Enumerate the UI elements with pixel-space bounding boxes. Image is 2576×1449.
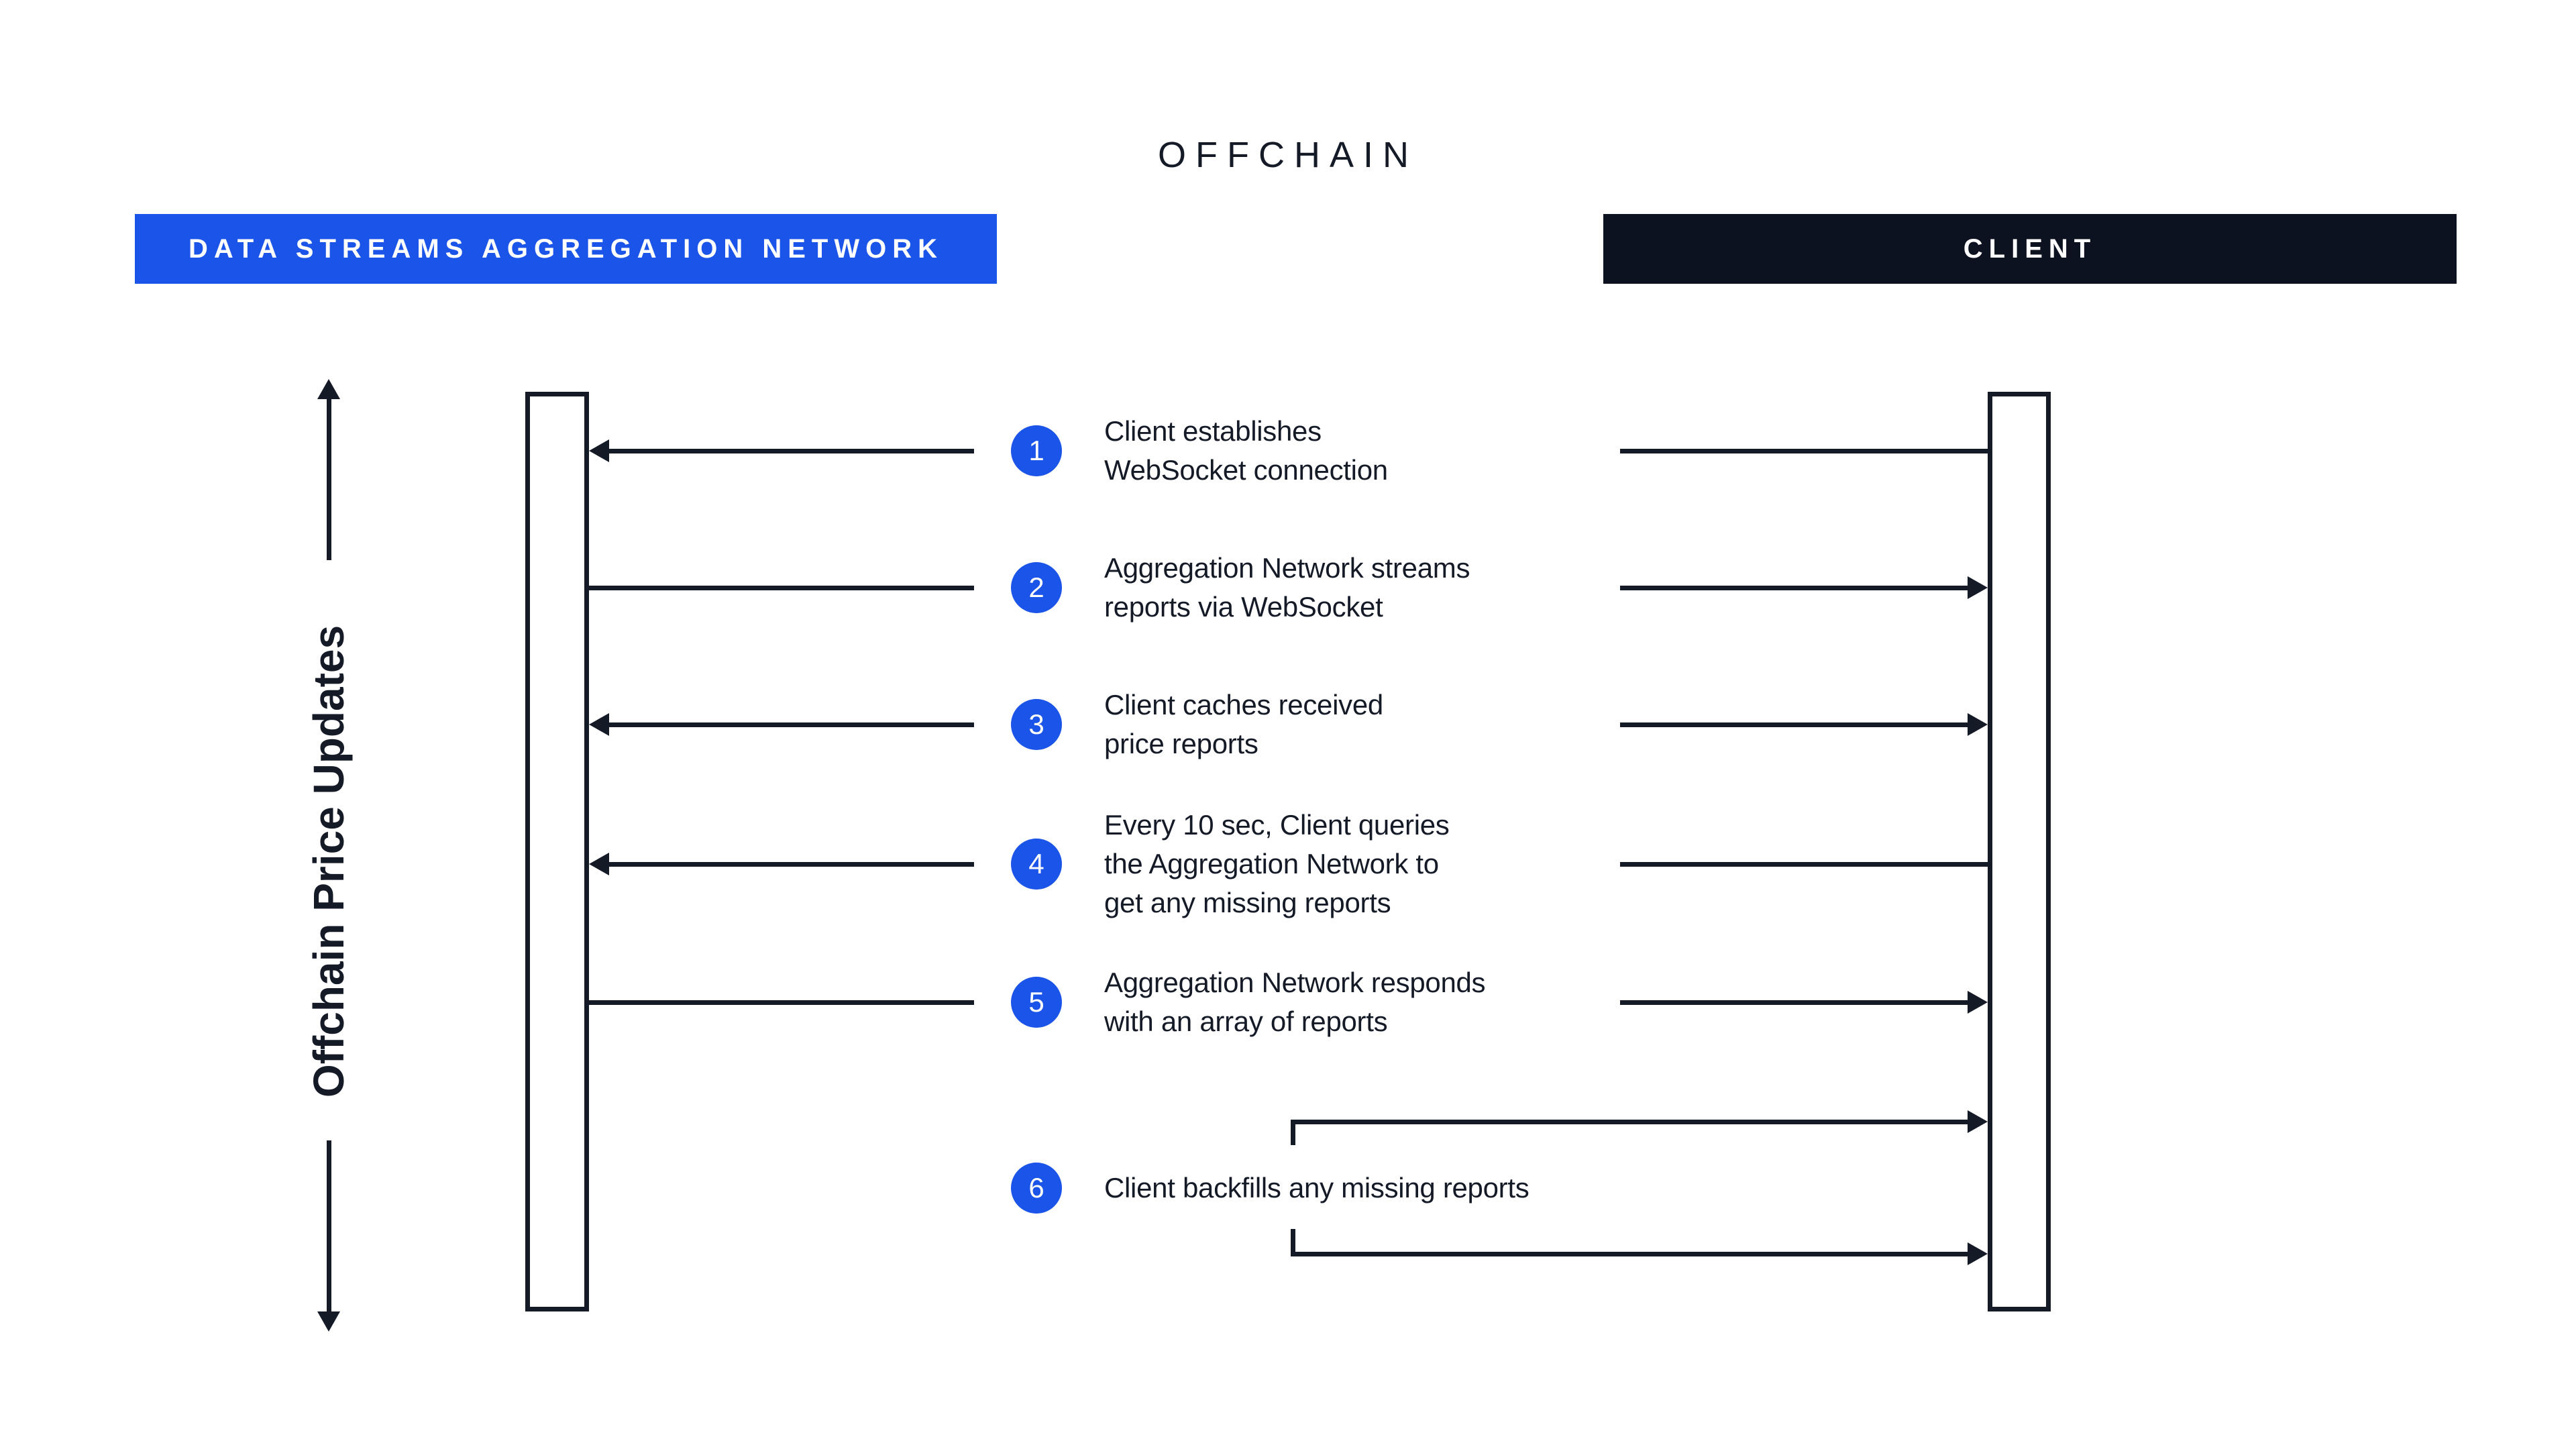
step-1-badge: 1 xyxy=(1011,425,1062,476)
step-3-left-line xyxy=(608,722,974,727)
updates-axis-lower-line xyxy=(327,1140,331,1313)
aggregation-network-lifeline xyxy=(525,392,589,1311)
step-2-number: 2 xyxy=(1028,572,1044,603)
step-3-right-line xyxy=(1620,722,1969,727)
right-arrowhead-icon xyxy=(1968,576,1988,599)
step-6-top-line xyxy=(1291,1120,1969,1124)
step-6-text: Client backfills any missing reports xyxy=(1104,1172,1529,1203)
step-4-right-line xyxy=(1620,862,1988,867)
step-1-number: 1 xyxy=(1028,435,1044,466)
offchain-price-updates-label: Offchain Price Updates xyxy=(305,625,353,1098)
step-5-left-line xyxy=(589,1000,974,1005)
step-6-number: 6 xyxy=(1028,1172,1044,1203)
step-4-number: 4 xyxy=(1028,848,1044,879)
step-1-text: Client establishes WebSocket connection xyxy=(1104,415,1388,486)
client-header: CLIENT xyxy=(1603,214,2457,284)
right-arrowhead-icon xyxy=(1968,991,1988,1014)
right-arrowhead-icon xyxy=(1968,713,1988,736)
step-3-text: Client caches received price reports xyxy=(1104,689,1383,759)
step-5-text: Aggregation Network responds with an arr… xyxy=(1104,967,1486,1037)
left-arrowhead-icon xyxy=(589,439,609,462)
step-2-right-line xyxy=(1620,586,1969,590)
step-5-badge: 5 xyxy=(1011,977,1062,1028)
client-lifeline xyxy=(1988,392,2051,1311)
up-arrowhead-icon xyxy=(317,379,340,399)
updates-axis-upper-line xyxy=(327,397,331,560)
step-1-left-line xyxy=(608,449,974,453)
left-arrowhead-icon xyxy=(589,713,609,736)
page-title: OFFCHAIN xyxy=(1158,135,1418,175)
step-4-text: Every 10 sec, Client queries the Aggrega… xyxy=(1104,809,1450,918)
step-2-text: Aggregation Network streams reports via … xyxy=(1104,552,1470,623)
step-4-badge: 4 xyxy=(1011,839,1062,890)
step-6-bottom-tick xyxy=(1291,1229,1295,1256)
step-3-number: 3 xyxy=(1028,708,1044,740)
step-6-bottom-line xyxy=(1291,1252,1969,1256)
down-arrowhead-icon xyxy=(317,1311,340,1332)
step-6-top-tick xyxy=(1291,1120,1295,1145)
step-6-badge: 6 xyxy=(1011,1163,1062,1214)
step-2-badge: 2 xyxy=(1011,562,1062,613)
step-3-badge: 3 xyxy=(1011,699,1062,750)
step-1-right-line xyxy=(1620,449,1988,453)
step-5-number: 5 xyxy=(1028,986,1044,1018)
step-5-right-line xyxy=(1620,1000,1969,1005)
aggregation-network-header: DATA STREAMS AGGREGATION NETWORK xyxy=(135,214,997,284)
step-4-left-line xyxy=(608,862,974,867)
step-2-left-line xyxy=(589,586,974,590)
right-arrowhead-icon xyxy=(1968,1242,1988,1265)
right-arrowhead-icon xyxy=(1968,1110,1988,1133)
left-arrowhead-icon xyxy=(589,853,609,875)
